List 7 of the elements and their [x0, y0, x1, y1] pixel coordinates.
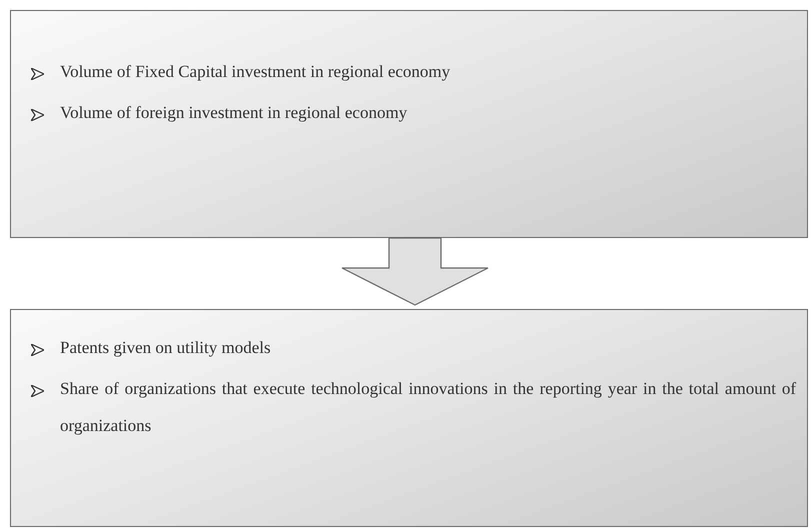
text-panel	[10, 10, 808, 238]
bullet-text: Volume of Fixed Capital investment in regional economy	[60, 61, 450, 83]
bullet-text: Patents given on utility models	[60, 337, 271, 359]
text-panel	[10, 309, 808, 527]
bullet-text: Share of organizations that execute technological innovations in the reporting year in the total amount of organizations	[60, 378, 796, 437]
bullet-text: Volume of foreign investment in regional economy	[60, 102, 408, 124]
block-arrow	[341, 237, 489, 306]
